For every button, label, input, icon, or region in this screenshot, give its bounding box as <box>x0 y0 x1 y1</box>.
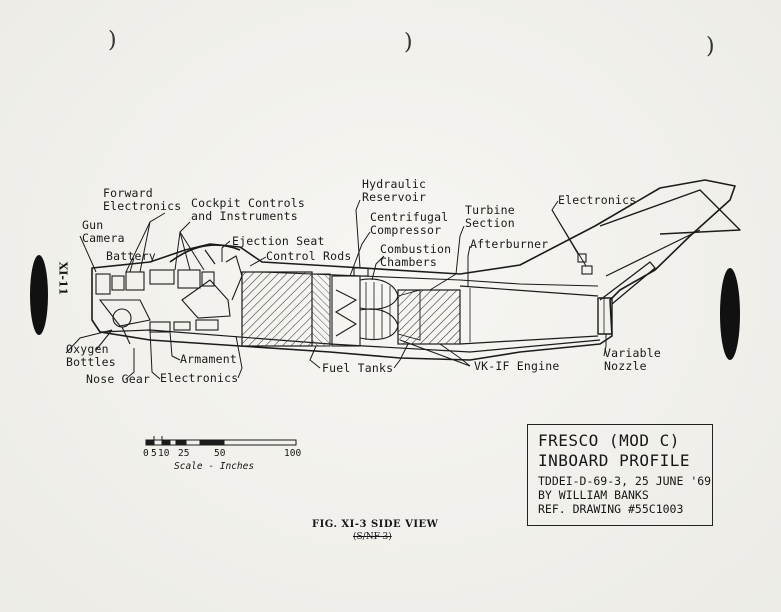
label-electronics-tail: Electronics <box>558 193 637 207</box>
fuel-tank-forward <box>241 271 313 347</box>
label-gun-camera: Gun Camera <box>82 218 125 245</box>
label-forward-electronics: Forward Electronics <box>103 186 182 213</box>
scale-tick-100: 100 <box>284 448 302 459</box>
title-line-5: REF. DRAWING #55C1003 <box>538 502 684 516</box>
binder-mark-1: ) <box>108 28 117 53</box>
binder-mark-2: ) <box>404 30 413 55</box>
scale-bar <box>145 436 297 446</box>
scale-tick-0: 0 <box>143 448 149 459</box>
label-centrifugal-compressor: Centrifugal Compressor <box>370 210 449 237</box>
fuselage-outline <box>91 179 736 361</box>
label-control-rods: Control Rods <box>266 249 352 263</box>
binder-mark-3: ) <box>706 34 715 59</box>
scale-caption: Scale - Inches <box>174 461 255 472</box>
title-line-3: TDDEI-D-69-3, 25 JUNE '69 <box>538 474 712 488</box>
label-cockpit-controls: Cockpit Controls and Instruments <box>191 196 305 223</box>
label-turbine-section: Turbine Section <box>465 203 515 230</box>
punch-hole-left <box>30 255 48 335</box>
label-combustion-chambers: Combustion Chambers <box>380 242 452 269</box>
afterburner-duct <box>459 285 599 345</box>
scale-tick-10: 10 <box>158 448 170 459</box>
title-block: FRESCO (MOD C) INBOARD PROFILE TDDEI-D-6… <box>527 424 713 526</box>
title-line-4: BY WILLIAM BANKS <box>538 488 649 502</box>
scale-tick-50: 50 <box>214 448 226 459</box>
label-battery: Battery <box>106 249 156 263</box>
punch-hole-right <box>720 268 740 360</box>
label-armament: Armament <box>180 352 237 366</box>
fuel-tank-mid <box>311 273 331 347</box>
scale-tick-5: 5 <box>151 448 157 459</box>
label-vk-1f-engine: VK-IF Engine <box>474 359 560 373</box>
horizontal-stabilizer <box>599 261 656 305</box>
label-afterburner: Afterburner <box>470 237 549 251</box>
label-variable-nozzle: Variable Nozzle <box>604 346 661 373</box>
scale-tick-25: 25 <box>178 448 190 459</box>
tail-fin <box>599 189 741 235</box>
variable-nozzle <box>597 297 613 335</box>
fuel-tank-aft <box>397 289 461 345</box>
label-oxygen-bottles: Oxygen Bottles <box>66 342 116 369</box>
title-line-2: INBOARD PROFILE <box>538 451 690 470</box>
label-fuel-tanks: Fuel Tanks <box>322 361 394 375</box>
label-hydraulic-reservoir: Hydraulic Reservoir <box>362 177 427 204</box>
figure-subcaption: (S/NF-3) <box>353 532 392 542</box>
figure-caption: FIG. XI-3 SIDE VIEW <box>312 519 439 530</box>
centrifugal-compressor <box>331 275 361 347</box>
label-ejection-seat: Ejection Seat <box>232 234 325 248</box>
label-nose-gear: Nose Gear <box>86 372 151 386</box>
title-line-1: FRESCO (MOD C) <box>538 431 680 450</box>
label-electronics-lower: Electronics <box>160 371 239 385</box>
